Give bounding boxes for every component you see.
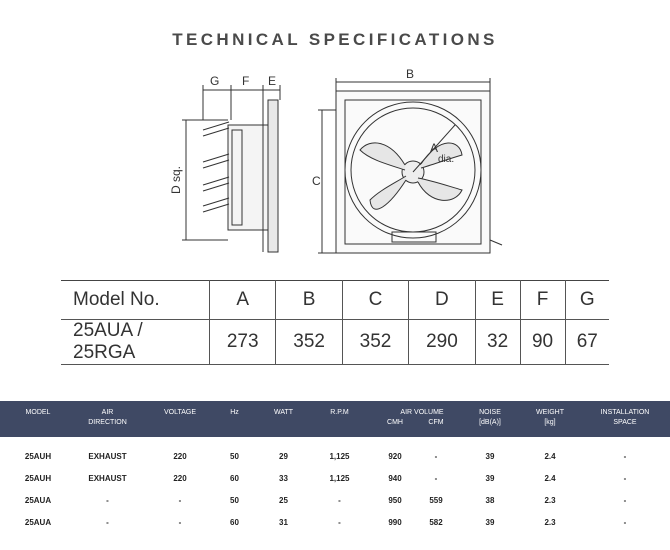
cell-installation: - xyxy=(623,496,627,505)
header-noise-line1: NOISE xyxy=(479,409,501,416)
header-cmh: CMH xyxy=(387,419,403,426)
header-rpm: R.P.M xyxy=(330,409,349,416)
cell-cmh: 950 xyxy=(388,496,402,505)
cell-cfm: - xyxy=(434,452,438,461)
dimensions-table: Model No. A B C D E F G 25AUA / 25RGA 27… xyxy=(61,280,609,365)
header-b: B xyxy=(275,280,343,320)
cell-weight: 2.4 xyxy=(544,474,556,483)
header-e: E xyxy=(475,280,521,320)
cell-air-direction: - xyxy=(106,518,109,527)
label-g: G xyxy=(210,74,219,88)
cell-model: 25AUA xyxy=(24,518,52,527)
label-b: B xyxy=(406,67,414,81)
page-title: TECHNICAL SPECIFICATIONS xyxy=(172,30,498,49)
header-voltage: VOLTAGE xyxy=(163,409,197,416)
cell-voltage: 220 xyxy=(173,452,187,461)
header-model-no: Model No. xyxy=(61,280,210,320)
cell-voltage: - xyxy=(178,518,182,527)
header-model: MODEL xyxy=(25,409,51,416)
cell-cfm: 559 xyxy=(429,496,443,505)
header-watt: WATT xyxy=(273,409,294,416)
header-air-direction: AIR DIRECTION xyxy=(80,408,135,428)
cell-watt: 29 xyxy=(279,452,288,461)
cell-cfm: 582 xyxy=(429,518,443,527)
cell-watt: 33 xyxy=(279,474,288,483)
header-weight-line1: WEIGHT xyxy=(536,409,564,416)
header-cfm: CFM xyxy=(428,419,444,426)
cell-watt: 31 xyxy=(279,518,288,527)
table-row: 25AUA / 25RGA 273 352 352 290 32 90 67 xyxy=(61,319,609,365)
cell-cmh: 920 xyxy=(388,452,402,461)
header-g: G xyxy=(565,280,609,320)
label-c: C xyxy=(312,174,321,188)
cell-hz: 50 xyxy=(230,452,239,461)
header-f: F xyxy=(520,280,566,320)
cell-rpm: 1,125 xyxy=(329,474,350,483)
cell-watt: 25 xyxy=(279,496,288,505)
cell-cmh: 940 xyxy=(388,474,402,483)
header-air-direction-line1: AIR xyxy=(101,409,114,416)
cell-model: 25AUH xyxy=(24,452,52,461)
cell-hz: 60 xyxy=(230,474,239,483)
header-d: D xyxy=(408,280,476,320)
table-row: 25AUH EXHAUST 220 60 33 1,125 940 - 39 2… xyxy=(0,470,670,490)
label-dia: dia. xyxy=(438,154,454,165)
cell-air-direction: - xyxy=(106,496,109,505)
cell-noise: 39 xyxy=(485,474,495,483)
cell-rpm: - xyxy=(338,518,341,527)
cell-noise: 38 xyxy=(485,496,495,505)
header-installation-line2: SPACE xyxy=(613,419,637,426)
cell-weight: 2.4 xyxy=(544,452,556,461)
header-weight: WEIGHT [kg] xyxy=(530,408,570,428)
cell-installation: - xyxy=(623,518,627,527)
cell-cmh: 990 xyxy=(388,518,402,527)
header-noise-line2: [dB(A)] xyxy=(479,419,501,426)
label-f: F xyxy=(242,74,249,88)
cell-installation: - xyxy=(623,452,627,461)
cell-noise: 39 xyxy=(485,518,495,527)
header-weight-line2: [kg] xyxy=(544,419,556,426)
cell-weight: 2.3 xyxy=(544,496,556,505)
header-noise: NOISE [dB(A)] xyxy=(470,408,510,428)
cell-air-direction: EXHAUST xyxy=(88,474,127,483)
cell-hz: 50 xyxy=(230,496,239,505)
cell-voltage: - xyxy=(178,496,182,505)
label-e: E xyxy=(268,74,276,88)
cell-hz: 60 xyxy=(230,518,239,527)
cell-air-direction: EXHAUST xyxy=(88,452,127,461)
cell-g: 67 xyxy=(565,319,609,365)
header-hz: Hz xyxy=(230,409,239,416)
cell-installation: - xyxy=(623,474,627,483)
cell-f: 90 xyxy=(520,319,566,365)
table-row: 25AUA - - 60 31 - 990 582 39 2.3 - xyxy=(0,514,670,534)
header-installation: INSTALLATION SPACE xyxy=(595,408,655,428)
cell-voltage: 220 xyxy=(173,474,187,483)
cell-cfm: - xyxy=(434,474,438,483)
technical-drawing: G F E B C A dia. D sq. xyxy=(169,67,503,254)
table-row: Model No. A B C D E F G xyxy=(61,280,609,320)
cell-a: 273 xyxy=(209,319,277,365)
table-row: 25AUA - - 50 25 - 950 559 38 2.3 - xyxy=(0,492,670,512)
cell-noise: 39 xyxy=(485,452,495,461)
label-d: D sq. xyxy=(169,166,183,194)
header-c: C xyxy=(342,280,410,320)
cell-model: 25AUH xyxy=(24,474,52,483)
cell-b: 352 xyxy=(275,319,343,365)
cell-rpm: 1,125 xyxy=(329,452,350,461)
header-a: A xyxy=(209,280,277,320)
cell-model: 25AUA / 25RGA xyxy=(61,319,210,365)
cell-e: 32 xyxy=(475,319,521,365)
table-row: 25AUH EXHAUST 220 50 29 1,125 920 - 39 2… xyxy=(0,448,670,468)
cell-d: 290 xyxy=(408,319,476,365)
spec-table-header: MODEL AIR DIRECTION VOLTAGE Hz WATT R.P.… xyxy=(0,401,670,437)
header-air-volume: AIR VOLUME xyxy=(400,409,444,416)
header-air-direction-line2: DIRECTION xyxy=(88,419,127,426)
cell-model: 25AUA xyxy=(24,496,52,505)
header-installation-line1: INSTALLATION xyxy=(600,409,650,416)
cell-c: 352 xyxy=(342,319,410,365)
label-a: A xyxy=(430,141,438,155)
cell-rpm: - xyxy=(338,496,341,505)
cell-weight: 2.3 xyxy=(544,518,556,527)
